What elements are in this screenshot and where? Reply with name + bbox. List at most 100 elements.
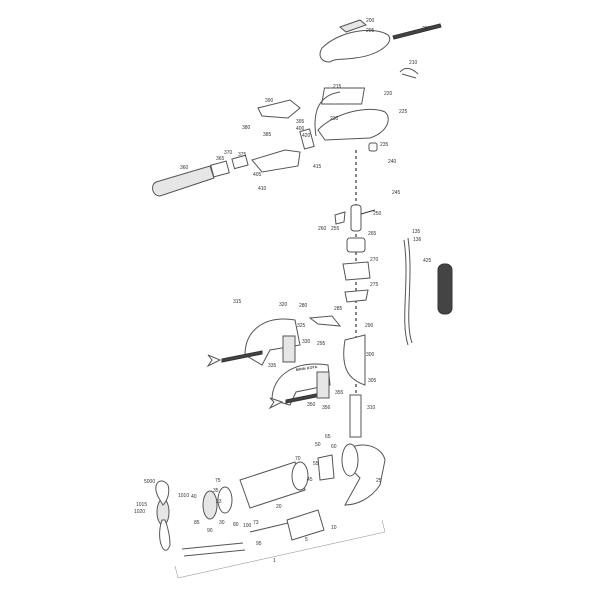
thru-bolt-lower (183, 549, 246, 557)
part-label: 1010 (178, 493, 189, 499)
part-label: 300 (366, 352, 375, 358)
part-label: 40 (191, 494, 197, 500)
part-label: 10 (331, 525, 337, 531)
part-label: 250 (373, 211, 382, 217)
wire-clip (399, 67, 419, 79)
handle-grip (152, 165, 215, 197)
part-label: 280 (299, 303, 308, 309)
part-label: 385 (263, 132, 272, 138)
maker-logo: MINN KOTA (296, 365, 318, 372)
part-label: 260 (318, 226, 327, 232)
head-cover-top (319, 29, 391, 63)
part-label: 70 (295, 456, 301, 462)
cam-255 (334, 211, 346, 225)
part-label: 270 (370, 257, 379, 263)
clamp-pad-350 (316, 371, 330, 399)
part-label: 255 (331, 226, 340, 232)
lever-280 (308, 315, 342, 327)
part-label: 230 (330, 116, 339, 122)
part-label: 90 (207, 528, 213, 534)
part-label: 400 (296, 126, 305, 132)
part-label: 210 (409, 60, 418, 66)
part-label: 50 (315, 442, 321, 448)
part-label: 365 (216, 156, 225, 162)
gasket-415 (299, 128, 315, 150)
wing-knob-right (268, 397, 284, 410)
clamp-screw-left (221, 350, 263, 363)
part-label: 405 (253, 172, 262, 178)
part-label: 320 (279, 302, 288, 308)
part-label: 75 (215, 478, 221, 484)
part-label: 370 (224, 150, 233, 156)
part-label: 80 (233, 522, 239, 528)
part-label: 410 (258, 186, 267, 192)
part-label: 355 (335, 390, 344, 396)
handle-housing (251, 149, 301, 173)
part-label: 315 (233, 299, 242, 305)
handle-housing-cover (257, 99, 301, 119)
circuit-board (321, 87, 366, 105)
thru-bolt-upper (181, 542, 244, 550)
part-label: 240 (388, 159, 397, 165)
part-label: 65 (325, 434, 331, 440)
part-label: 265 (368, 231, 377, 237)
bracket-275 (344, 289, 369, 303)
part-label: 335 (268, 363, 277, 369)
part-label: 1015 (136, 502, 147, 508)
part-label: 275 (370, 282, 379, 288)
part-label: 390 (265, 98, 274, 104)
part-label: 136 (413, 237, 422, 243)
part-label: 30 (219, 520, 225, 526)
part-label: 225 (399, 109, 408, 115)
part-label: 310 (367, 405, 376, 411)
brush-plate-60 (317, 454, 335, 481)
o-ring-70 (291, 461, 309, 491)
tiller-handle (152, 154, 249, 197)
part-label: 85 (194, 520, 200, 526)
motor-shaft (249, 522, 289, 533)
part-label: 395 (296, 119, 305, 125)
part-label: 215 (333, 84, 342, 90)
part-label: 35 (213, 488, 219, 494)
end-cap-30 (202, 490, 218, 520)
part-label: 60 (331, 444, 337, 450)
part-label: 1020 (134, 509, 145, 515)
propeller-blade-bottom (159, 519, 171, 551)
part-label: 95 (256, 541, 262, 547)
part-label: 55 (313, 461, 319, 467)
assembly-bracket-1 (174, 519, 386, 579)
head-housing (317, 108, 389, 141)
part-label: 415 (313, 164, 322, 170)
part-label: 375 (238, 152, 247, 158)
coil-425 (437, 263, 453, 315)
steering-tube (350, 204, 362, 232)
part-label: 235 (380, 142, 389, 148)
housing-opening (341, 443, 359, 477)
part-label: 20 (276, 504, 282, 510)
part-label: 208 (422, 26, 431, 32)
part-label: 100 (243, 523, 252, 529)
part-label: 305 (368, 378, 377, 384)
part-label: 425 (423, 258, 432, 264)
handle-end (231, 154, 249, 170)
part-label: 5 (305, 537, 308, 543)
part-label: 73 (253, 520, 259, 526)
part-labels: 200 205 208 210 215 220 225 230 235 240 … (134, 18, 432, 564)
wing-knob-left (206, 354, 222, 368)
part-label: 285 (334, 306, 343, 312)
clamp-pad-325 (282, 335, 296, 363)
shaft-310 (349, 394, 362, 438)
part-label: 1 (273, 558, 276, 564)
part-label: 5000 (144, 479, 155, 485)
power-cord-136 (407, 237, 413, 344)
clamp-screw-right (285, 393, 317, 404)
part-label: 290 (365, 323, 374, 329)
part-label: 23 (216, 499, 222, 505)
part-label: 245 (392, 190, 401, 196)
part-label: 356 (322, 405, 331, 411)
part-label: 135 (412, 229, 421, 235)
part-label: 350 (307, 402, 316, 408)
part-label: 380 (242, 125, 251, 131)
part-label: 360 (180, 165, 189, 171)
